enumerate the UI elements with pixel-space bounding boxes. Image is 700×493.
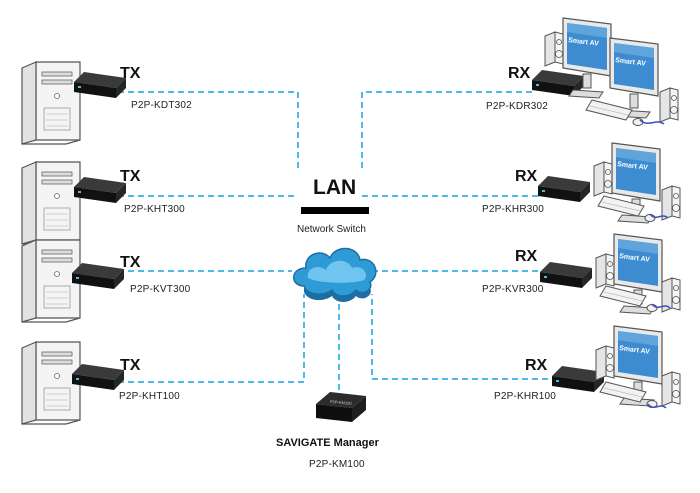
manager-device-icon: P2P-KM100	[316, 392, 366, 422]
rx-device-icon	[540, 262, 592, 288]
network-switch-icon	[301, 207, 369, 214]
manager-device-text: P2P-KM100	[330, 399, 353, 406]
rx-model-label: P2P-KVR300	[482, 284, 544, 295]
tx-label: TX	[120, 168, 141, 185]
rx-label: RX	[515, 248, 538, 265]
tx-label: TX	[120, 65, 141, 82]
manager-model-label: P2P-KM100	[309, 459, 365, 470]
workstation-icon	[544, 17, 679, 126]
tx-label: TX	[120, 357, 141, 374]
workstation-icon	[593, 142, 681, 224]
link-rx4	[371, 294, 548, 380]
monitor-brand-label: Smart AV	[568, 37, 600, 48]
pc-tower-icon	[21, 341, 81, 425]
link-tx4	[118, 294, 305, 383]
tx-label: TX	[120, 254, 141, 271]
monitor-brand-label: Smart AV	[617, 161, 649, 172]
monitor-brand-label: Smart AV	[619, 345, 651, 356]
pc-tower-icon	[21, 61, 81, 145]
tx-model-label: P2P-KVT300	[130, 284, 191, 295]
rx-device-icon	[538, 176, 590, 202]
network-switch-label: Network Switch	[297, 224, 366, 235]
tx-device-icon	[74, 72, 126, 98]
rx-model-label: P2P-KHR300	[482, 204, 545, 215]
tx-model-label: P2P-KHT300	[124, 204, 185, 215]
link-rx1	[361, 91, 532, 168]
rx-model-label: P2P-KDR302	[486, 101, 549, 112]
tx-device-icon	[74, 177, 126, 203]
lan-title: LAN	[313, 176, 357, 199]
monitor-brand-label: Smart AV	[619, 253, 651, 264]
tx-model-label: P2P-KHT100	[119, 391, 180, 402]
rx-label: RX	[508, 65, 531, 82]
tx-model-label: P2P-KDT302	[131, 100, 192, 111]
workstation-icon	[595, 325, 681, 409]
workstation-icon	[595, 233, 681, 315]
rx-label: RX	[515, 168, 538, 185]
rx-label: RX	[525, 357, 548, 374]
link-lines	[118, 91, 548, 394]
rx-model-label: P2P-KHR100	[494, 391, 557, 402]
pc-tower-icon	[21, 161, 81, 245]
manager-name: SAVIGATE Manager	[276, 437, 379, 449]
monitor-brand-label: Smart AV	[615, 57, 647, 68]
pc-tower-icon	[21, 239, 81, 323]
link-tx1	[118, 91, 299, 168]
cloud-icon	[293, 247, 377, 302]
